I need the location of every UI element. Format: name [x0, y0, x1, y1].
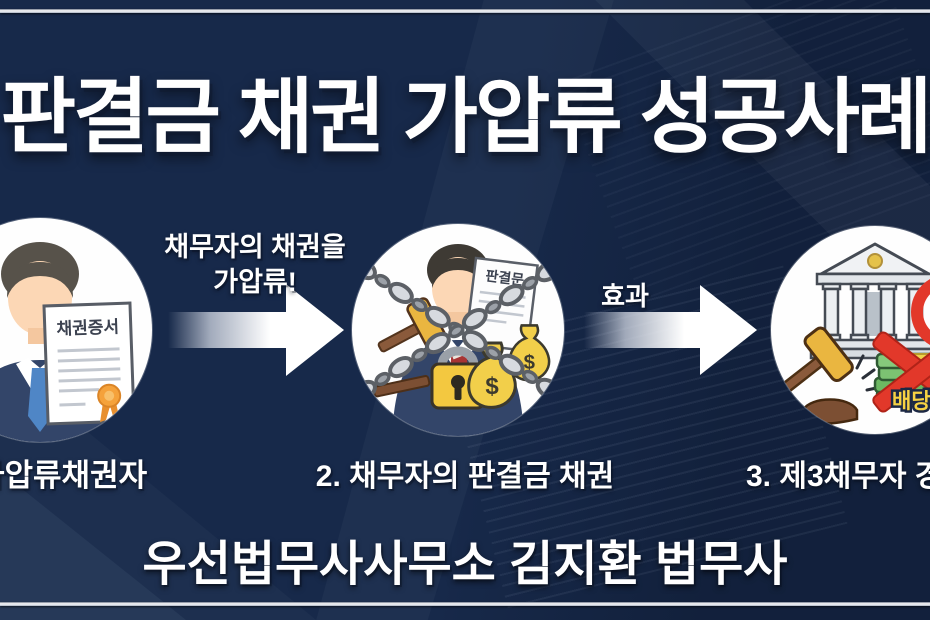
gavel-block-icon — [801, 398, 859, 425]
arrow2-caption: 효과 — [601, 281, 649, 311]
prohibition-ring-icon — [911, 279, 930, 345]
law-office-signature: 우선법무사사무소 김지환 법무사 — [142, 538, 788, 591]
top-divider — [0, 9, 930, 13]
dollar-symbol: $ — [524, 352, 536, 374]
arrow1-caption-line1: 채무자의 채권을 — [164, 232, 346, 262]
chained-assets-icon: 판결문 $ $ — [352, 244, 562, 436]
red-x-icon — [872, 331, 930, 413]
judgment-doc-title: 판결문 — [485, 267, 525, 288]
arrow-icon — [700, 285, 757, 375]
step3-label: 3. 제3채무자 경매 — [746, 460, 930, 493]
step3-auction-illustration: 배당금 — [771, 226, 930, 434]
arrow-icon — [584, 312, 702, 348]
step2-chained-claim-illustration: 판결문 $ $ — [352, 224, 564, 436]
courthouse-icon — [809, 242, 930, 360]
page-title: 판결금 채권 가압류 성공사례 — [0, 72, 930, 163]
step1-creditor-illustration: 채권증서 — [0, 218, 152, 442]
bond-certificate-icon: 채권증서 — [42, 301, 136, 426]
courthouse-scene-icon: 배당금 — [780, 242, 930, 425]
step2-label: 2. 채무자의 판결금 채권 — [315, 460, 615, 493]
arrow-icon — [286, 284, 344, 376]
arrow1-caption-line2: 가압류! — [213, 267, 297, 298]
dollar-symbol: $ — [485, 373, 499, 400]
arrow1-caption: 채무자의 채권을 가압류! — [130, 230, 380, 300]
creditor-person-icon: 채권증서 — [0, 242, 136, 442]
step1-label: 가압류채권자 — [0, 458, 148, 493]
gavel-icon — [780, 326, 854, 394]
bottom-divider — [0, 602, 930, 606]
certificate-title: 채권증서 — [56, 317, 119, 338]
dividend-label: 배당금 — [892, 390, 930, 413]
arrow-icon — [168, 312, 288, 348]
